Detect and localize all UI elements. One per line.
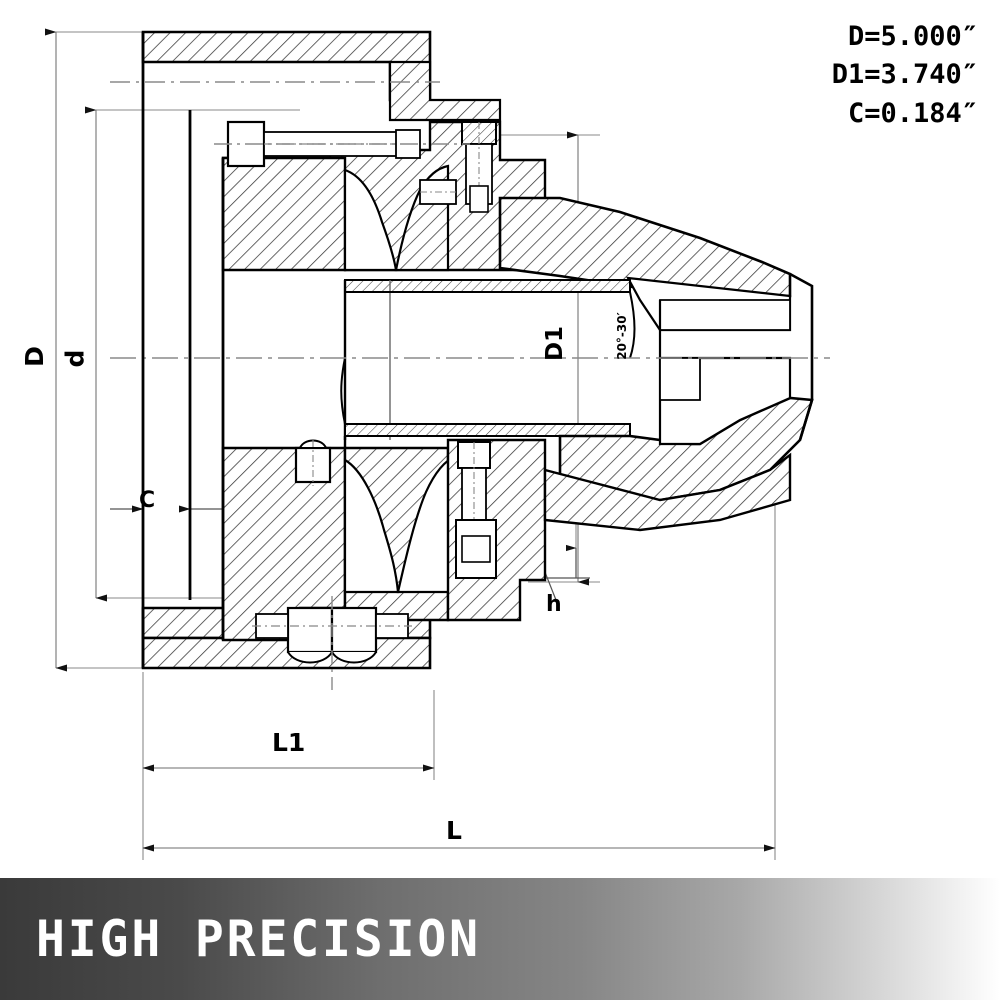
stud-pin-upper [461, 121, 497, 213]
taper-angle-label: 20°-30′ [614, 312, 629, 360]
dimension-label-L: L [446, 816, 462, 845]
wedge-insert-lower [343, 454, 458, 594]
socket-screw-lower [455, 441, 497, 579]
bore-sleeve-upper [343, 279, 631, 440]
lower-skirt [543, 452, 792, 532]
banner-title: HIGH PRECISION [36, 910, 481, 968]
socket-screw-upper-right [419, 179, 457, 205]
flange-boss-upper [388, 60, 502, 122]
spec-line-D: D=5.000″ [847, 21, 978, 52]
drawing-canvas [44, 28, 830, 860]
stud-pin-lower [294, 439, 332, 486]
centerlines [110, 81, 830, 690]
spindle-taper-upper [498, 196, 792, 298]
dimension-label-h: h [546, 592, 562, 617]
dimension-label-D: D [19, 346, 49, 367]
taper-right-edge [789, 272, 814, 441]
bore-outline-upper [345, 291, 636, 359]
technical-drawing: D d C D1 20°-30′ h L1 L [19, 28, 830, 860]
outline-edges [141, 32, 225, 668]
dimension-label-d: d [60, 349, 90, 368]
dimension-label-C: C [139, 488, 156, 513]
specification-block: D=5.000″ D1=3.740″ C=0.184″ [832, 18, 978, 133]
dimension-label-D1: D1 [542, 325, 569, 362]
left-block-upper [221, 156, 347, 272]
internal-step-upper [658, 299, 791, 358]
spec-line-D1: D1=3.740″ [831, 59, 978, 91]
taper-nose-band-lower [658, 356, 792, 446]
bottom-banner: HIGH PRECISION [0, 878, 1000, 1000]
bolt-heads-bottom [252, 606, 412, 664]
dimension-label-L1: L1 [272, 728, 306, 757]
spec-line-C: C=0.184″ [847, 97, 978, 129]
